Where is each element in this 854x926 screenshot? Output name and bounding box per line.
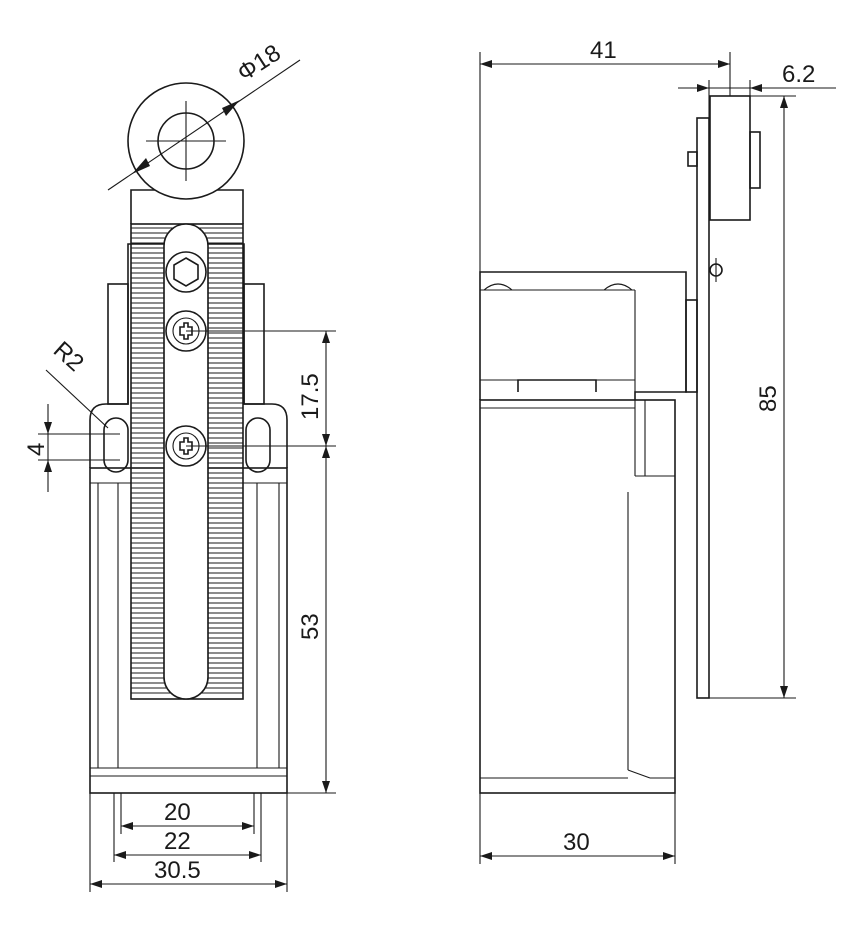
front-view: Φ18 R2 4 17.5: [23, 39, 336, 892]
left-mount-slot: [103, 417, 129, 473]
dim-side-depth: 30: [479, 793, 676, 864]
dim-label-width-outer: 30.5: [154, 857, 201, 884]
dim-body-height: 53: [287, 446, 336, 794]
dim-widths: 20 22 30.5: [89, 793, 288, 892]
dim-slot-width: 4: [23, 404, 120, 492]
dim-radius: R2: [45, 336, 109, 429]
side-lever: [685, 95, 761, 699]
side-view: 41 6.2 85 30: [479, 37, 836, 864]
dim-label-body-height: 53: [297, 613, 324, 640]
dim-hole-spacing: 17.5: [186, 330, 336, 447]
dim-label-width-mid: 22: [164, 828, 191, 855]
dim-side-offset: 6.2: [678, 61, 836, 118]
dim-label-side-depth: 30: [563, 829, 590, 856]
roller: [127, 82, 245, 224]
side-head: [479, 271, 687, 400]
dim-side-width: 41: [479, 37, 731, 272]
dim-label-radius: R2: [48, 336, 89, 377]
dim-label-side-height: 85: [755, 385, 782, 412]
dim-label-diameter: Φ18: [233, 39, 286, 87]
dim-label-side-offset: 6.2: [782, 61, 815, 88]
right-mount-slot: [245, 417, 271, 473]
dim-side-height: 85: [709, 95, 796, 699]
hex-socket-screw-icon: [165, 251, 207, 293]
front-body: [89, 243, 288, 794]
dim-label-hole-spacing: 17.5: [297, 373, 324, 420]
dim-label-slot-width: 4: [23, 443, 50, 456]
dim-label-side-width: 41: [590, 37, 617, 64]
dim-label-width-inner: 20: [164, 799, 191, 826]
side-body: [479, 399, 676, 794]
